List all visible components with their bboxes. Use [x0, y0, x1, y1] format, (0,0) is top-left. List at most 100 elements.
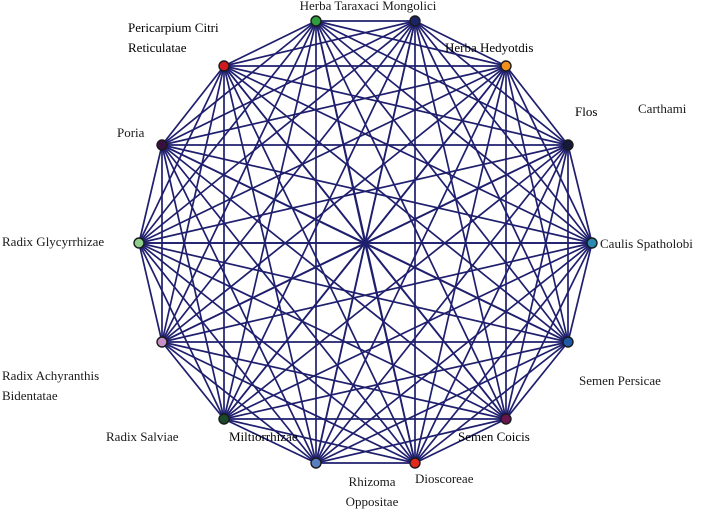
label-line: Radix Glycyrrhizae: [2, 234, 104, 249]
spoke-semen-coicis: [364, 242, 507, 420]
edge-n-top-right-miltiorrhizae: [223, 20, 416, 420]
label-herba-hedyotdis: Herba Hedyotdis: [445, 40, 533, 55]
label-line: Pericarpium Citri: [128, 20, 219, 35]
edge-miltiorrhizae-radix-achyranthis: [161, 341, 225, 420]
label-poria: Poria: [117, 125, 145, 140]
spoke-dioscoreae: [364, 242, 416, 464]
label-radix-salviae: Radix Salviae: [106, 429, 179, 444]
edge-herba-hedyotdis-dioscoreae: [414, 65, 507, 464]
node-herba-hedyotdis[interactable]: [500, 60, 512, 72]
edge-rhizoma-oppositae-radix-glycyrrhizae: [138, 242, 317, 464]
edge-semen-coicis-radix-glycyrrhizae: [138, 242, 507, 420]
edge-herba-taraxaci-semen-persicae: [315, 20, 569, 343]
edge-semen-coicis-rhizoma-oppositae: [315, 418, 507, 464]
edge-flos-rhizoma-oppositae: [315, 144, 569, 464]
label-line: Herba Taraxaci Mongolici: [300, 0, 437, 13]
edge-flos-semen-coicis: [505, 144, 569, 420]
label-line: Herba Hedyotdis: [445, 40, 533, 55]
edge-caulis-spatholobi-dioscoreae: [414, 242, 593, 464]
spoke-herba-hedyotdis: [364, 65, 507, 244]
edge-herba-taraxaci-herba-hedyotdis: [315, 20, 507, 67]
edge-radix-glycyrrhizae-poria: [138, 144, 163, 244]
label-line: Poria: [117, 125, 145, 140]
node-n-top-right[interactable]: [409, 15, 421, 27]
edge-poria-pericarpium: [161, 65, 225, 146]
label-line: Caulis Spatholobi: [600, 236, 693, 251]
node-radix-achyranthis[interactable]: [156, 336, 168, 348]
label-line: Bidentatae: [2, 388, 58, 403]
edge-rhizoma-oppositae-pericarpium: [223, 65, 317, 464]
label-line: Oppositae: [346, 494, 399, 509]
edge-rhizoma-oppositae-radix-achyranthis: [161, 341, 317, 464]
node-caulis-spatholobi[interactable]: [586, 237, 598, 249]
edge-herba-taraxaci-poria: [161, 20, 317, 146]
edge-n-top-right-caulis-spatholobi: [414, 20, 593, 244]
edge-dioscoreae-miltiorrhizae: [223, 418, 416, 464]
label-line: Semen Persicae: [579, 373, 661, 388]
node-semen-coicis[interactable]: [500, 413, 512, 425]
edge-semen-coicis-dioscoreae: [414, 418, 507, 464]
label-line: Radix Achyranthis: [2, 368, 99, 383]
label-herba-taraxaci: Herba Taraxaci Mongolici: [300, 0, 437, 13]
spoke-poria: [161, 144, 366, 244]
edge-semen-persicae-rhizoma-oppositae: [315, 341, 569, 464]
edge-herba-taraxaci-pericarpium: [223, 20, 317, 67]
edge-caulis-spatholobi-semen-coicis: [505, 242, 593, 420]
node-poria[interactable]: [156, 139, 168, 151]
edge-herba-taraxaci-radix-glycyrrhizae: [138, 20, 317, 244]
node-dioscoreae[interactable]: [409, 457, 421, 469]
node-flos[interactable]: [562, 139, 574, 151]
spoke-n-top-right: [364, 20, 416, 244]
edge-herba-hedyotdis-semen-persicae: [505, 65, 569, 343]
label-carthami: Carthami: [638, 101, 687, 116]
label-line: Semen Coicis: [458, 429, 530, 444]
label-line: Miltiorrhizae: [229, 429, 298, 444]
edge-n-top-right-radix-achyranthis: [161, 20, 416, 343]
node-miltiorrhizae[interactable]: [218, 413, 230, 425]
label-semen-persicae: Semen Persicae: [579, 373, 661, 388]
label-flos: Flos: [575, 104, 597, 119]
node-semen-persicae[interactable]: [562, 336, 574, 348]
edge-n-top-right-poria: [161, 20, 416, 146]
edge-n-top-right-pericarpium: [223, 20, 416, 67]
label-dioscoreae: Dioscoreae: [415, 471, 474, 486]
label-line: Radix Salviae: [106, 429, 179, 444]
edge-semen-persicae-dioscoreae: [414, 341, 569, 464]
edge-semen-persicae-semen-coicis: [505, 341, 569, 420]
edge-miltiorrhizae-poria: [161, 144, 225, 420]
label-line: Dioscoreae: [415, 471, 474, 486]
spoke-semen-persicae: [364, 242, 569, 343]
spoke-radix-achyranthis: [161, 242, 366, 343]
spoke-miltiorrhizae: [223, 242, 366, 420]
edge-caulis-spatholobi-miltiorrhizae: [223, 242, 593, 420]
node-layer: [133, 15, 598, 469]
edge-caulis-spatholobi-semen-persicae: [567, 242, 593, 343]
edge-rhizoma-oppositae-miltiorrhizae: [223, 418, 317, 464]
edge-herba-hedyotdis-flos: [505, 65, 569, 146]
node-pericarpium[interactable]: [218, 60, 230, 72]
edge-dioscoreae-poria: [161, 144, 416, 464]
edge-herba-taraxaci-flos: [315, 20, 569, 146]
edge-herba-hedyotdis-radix-glycyrrhizae: [138, 65, 507, 244]
label-line: Flos: [575, 104, 597, 119]
edge-n-top-right-herba-hedyotdis: [414, 20, 507, 67]
label-line: Rhizoma: [349, 474, 396, 489]
node-rhizoma-oppositae[interactable]: [310, 457, 322, 469]
edge-caulis-spatholobi-pericarpium: [223, 65, 593, 244]
edge-herba-taraxaci-miltiorrhizae: [223, 20, 317, 420]
node-radix-glycyrrhizae[interactable]: [133, 237, 145, 249]
edge-miltiorrhizae-radix-glycyrrhizae: [138, 242, 225, 420]
spoke-rhizoma-oppositae: [315, 242, 366, 464]
spoke-pericarpium: [223, 65, 366, 244]
edge-dioscoreae-radix-achyranthis: [161, 341, 416, 464]
spoke-flos: [364, 144, 569, 244]
spoke-herba-taraxaci: [315, 20, 366, 244]
node-herba-taraxaci[interactable]: [310, 15, 322, 27]
edge-caulis-spatholobi-poria: [161, 144, 593, 244]
label-line: Carthami: [638, 101, 687, 116]
label-radix-glycyrrhizae: Radix Glycyrrhizae: [2, 234, 104, 249]
edge-radix-achyranthis-pericarpium: [161, 65, 225, 343]
